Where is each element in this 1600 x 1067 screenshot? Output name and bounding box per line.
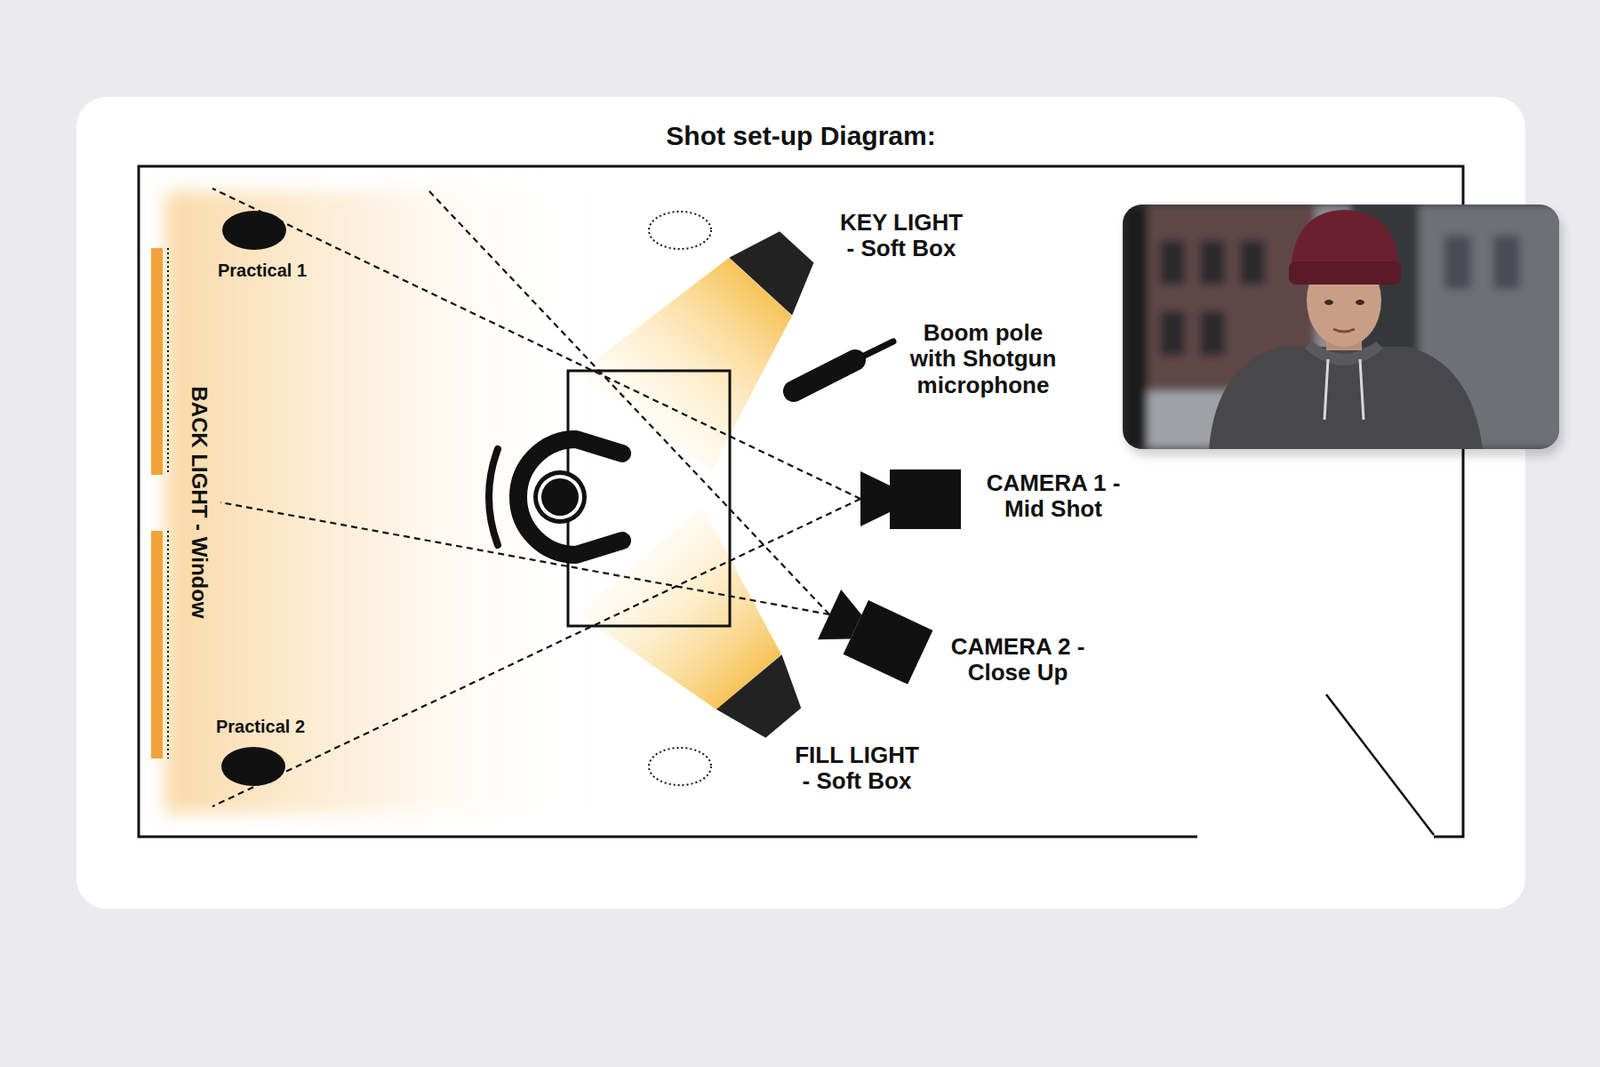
window-label: BACK LIGHT - Window (187, 385, 211, 618)
softbox-icon (728, 217, 828, 315)
boom-pole (855, 341, 894, 360)
camera-preview (1122, 204, 1569, 456)
window-pane (151, 530, 163, 759)
shotgun-mic (793, 360, 856, 392)
camera-lens (860, 471, 890, 527)
head (533, 470, 587, 524)
eye (1355, 299, 1365, 305)
chair-back (488, 448, 498, 545)
building-window (1493, 235, 1520, 289)
hood-string (1360, 359, 1364, 420)
mic-label: Boom pole with Shotgun microphone (900, 320, 1066, 398)
key-light-beam (577, 257, 792, 472)
practical-lamp (221, 746, 286, 786)
light-stand-mark (648, 211, 712, 249)
node-text: FILL LIGHT - Soft Box (789, 742, 925, 794)
shoulders (518, 439, 623, 555)
practical-lamp (222, 210, 287, 250)
light-label: FILL LIGHT - Soft Box (789, 742, 925, 794)
card (76, 96, 1526, 909)
window-edge (167, 248, 169, 475)
subject-figure (488, 439, 623, 555)
camera-icon (860, 469, 961, 529)
practical-label: Practical 1 (217, 260, 307, 280)
practical-label: Practical 2 (216, 716, 305, 736)
camera-icon (816, 587, 934, 684)
node-text: Boom pole with Shotgun microphone (900, 320, 1066, 398)
building-window (1200, 311, 1225, 356)
camera-body (889, 469, 961, 529)
node-text: KEY LIGHT - Soft Box (834, 209, 968, 262)
node-text: CAMERA 1 - Mid Shot (977, 470, 1129, 522)
softbox-icon (716, 654, 816, 751)
sight-lines (212, 188, 861, 807)
camera-label: CAMERA 1 - Mid Shot (977, 470, 1129, 522)
hood-string (1324, 359, 1328, 420)
node-text: Practical 2 (216, 716, 305, 736)
door (1326, 694, 1434, 835)
eye (1324, 299, 1334, 305)
building-window (1160, 240, 1185, 285)
camera-label: CAMERA 2 - Close Up (942, 633, 1094, 686)
node-text: Practical 1 (217, 260, 307, 280)
head-ring (537, 474, 583, 520)
camera-lens (817, 589, 868, 652)
sight-line (426, 188, 830, 615)
boom-mic (793, 341, 894, 392)
softbox (728, 217, 828, 315)
light-stand-mark (648, 747, 712, 785)
room-wall (138, 166, 1464, 837)
softbox (716, 654, 816, 751)
building-window (1240, 240, 1265, 285)
node-text: CAMERA 2 - Close Up (942, 633, 1094, 686)
mouth (1333, 328, 1355, 332)
light-label: KEY LIGHT - Soft Box (834, 209, 968, 262)
head-top (541, 478, 579, 516)
frame-box (568, 370, 730, 626)
building-window (1444, 235, 1472, 289)
window-edge (167, 530, 169, 759)
beanie-cuff (1288, 261, 1401, 285)
window-pane (151, 248, 163, 475)
building-window (1200, 240, 1225, 285)
frame-edge (1122, 204, 1148, 449)
building-window (1160, 311, 1185, 356)
diagram-title: Shot set-up Diagram: (0, 120, 1600, 152)
